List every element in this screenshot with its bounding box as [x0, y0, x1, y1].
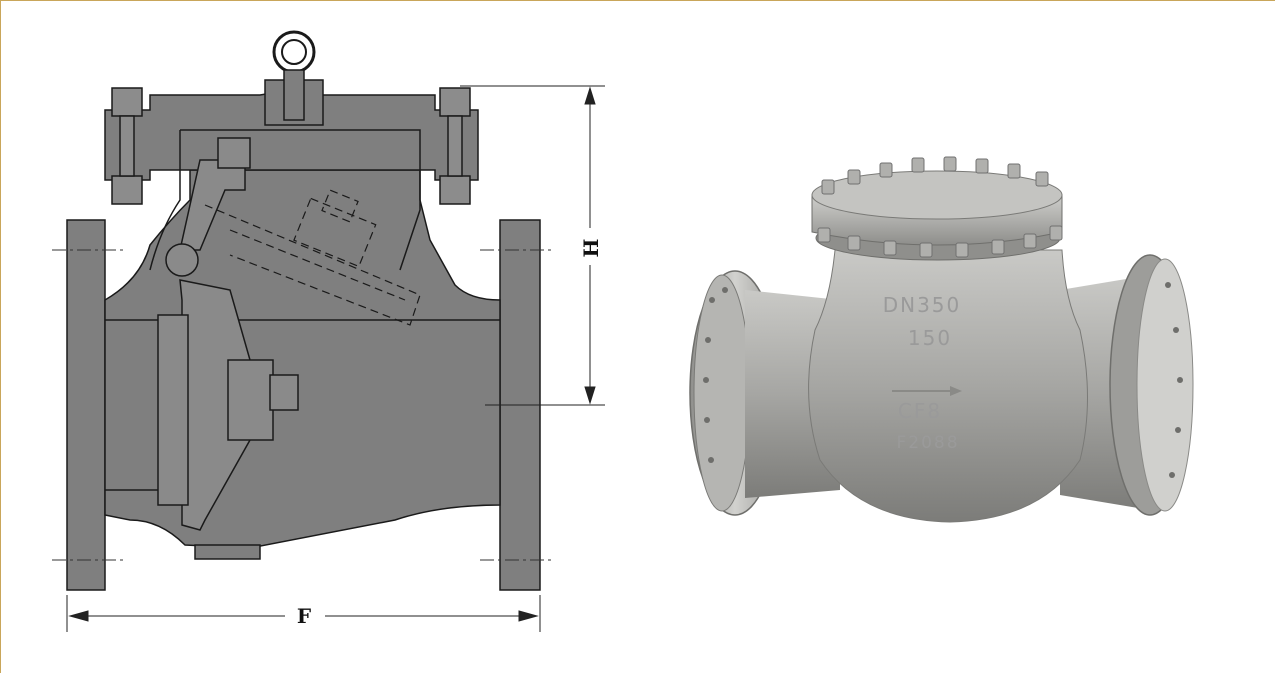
height-dimension-label: H	[579, 239, 603, 258]
left-flange	[66, 219, 106, 591]
face-dimension	[66, 595, 541, 632]
valve-disc	[157, 314, 189, 506]
bonnet-nut	[111, 87, 143, 117]
bonnet-stud	[447, 115, 463, 177]
cavity-line	[149, 130, 181, 271]
bottom-pad	[194, 544, 261, 560]
disc-bolt-head	[269, 374, 299, 411]
bonnet-nut	[439, 87, 471, 117]
center-lines	[52, 249, 555, 561]
face-dimension-label: F	[297, 604, 311, 628]
bonnet-nut	[111, 175, 143, 205]
hinge-nut	[217, 137, 251, 169]
bonnet-nut	[439, 175, 471, 205]
eye-bolt-stem	[283, 69, 305, 121]
cavity-line	[180, 129, 421, 271]
open-position-outline	[204, 189, 421, 326]
eye-bolt	[272, 30, 316, 74]
bonnet-stud	[119, 115, 135, 177]
disc-nut	[227, 359, 274, 441]
hinge-pin	[165, 243, 199, 277]
height-dimension	[460, 85, 605, 406]
valve-section-drawing: H F	[52, 30, 605, 632]
